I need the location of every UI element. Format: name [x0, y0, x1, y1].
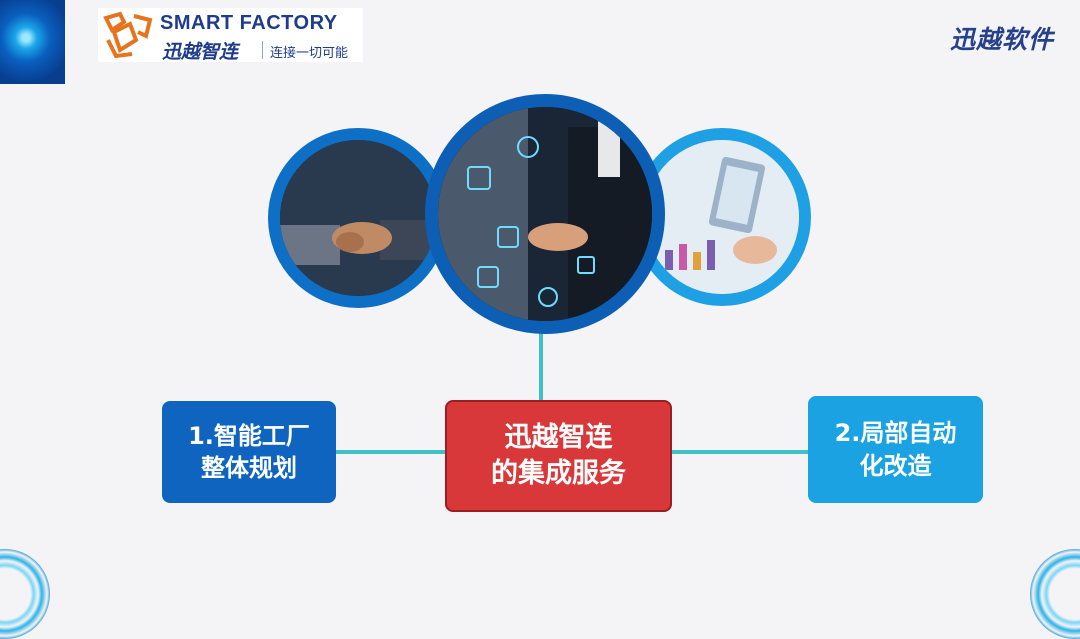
service-box-planning-line1: 1.智能工厂 [188, 421, 310, 450]
service-box-automation: 2.局部自动 化改造 [808, 396, 983, 503]
service-box-planning: 1.智能工厂 整体规划 [162, 401, 336, 503]
brand-slogan: 连接一切可能 [270, 46, 349, 61]
corner-decoration-bottom-left [0, 549, 50, 639]
service-box-center-line2: 的集成服务 [491, 458, 626, 489]
service-box-planning-line2: 整体规划 [201, 454, 297, 482]
service-box-automation-line2: 化改造 [859, 451, 932, 480]
corner-decoration-top-left [0, 0, 65, 84]
handshake-photo [268, 128, 448, 308]
brand-name-en: SMART FACTORY [160, 12, 338, 34]
corner-decoration-bottom-right [1030, 549, 1080, 639]
brand-separator [262, 41, 263, 59]
connector-right [672, 450, 808, 454]
brand-logo-block: SMART FACTORY 迅越智连 连接一切可能 [98, 8, 363, 63]
service-box-automation-line1: 2.局部自动 [834, 419, 957, 448]
service-box-center: 迅越智连 的集成服务 [445, 400, 672, 512]
businessman-tech-photo [425, 94, 665, 334]
businessman-tech-icon [438, 107, 652, 321]
tablet-chart-icon [645, 140, 799, 294]
connector-left [336, 450, 446, 454]
smart-factory-logo-icon [103, 11, 153, 59]
company-logo-text: 迅越软件 [949, 25, 1054, 54]
connector-vertical [539, 330, 543, 402]
brand-name-cn: 迅越智连 [162, 41, 239, 63]
service-box-center-line1: 迅越智连 [504, 421, 613, 453]
handshake-icon [280, 140, 436, 296]
